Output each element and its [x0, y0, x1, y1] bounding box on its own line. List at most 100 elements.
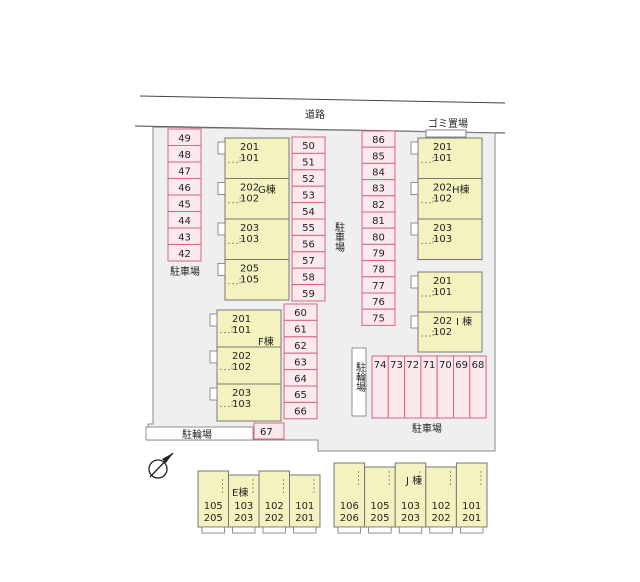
unit-number-lower: 102	[240, 194, 259, 205]
building-name: I 棟	[456, 315, 472, 328]
parking-number: 43	[178, 232, 191, 243]
parking-number: 78	[372, 265, 385, 276]
parking-number: 51	[302, 158, 315, 169]
parking-number: 47	[178, 166, 191, 177]
unit-number-upper: 101	[462, 501, 481, 512]
parking-space-44: 44	[167, 211, 202, 229]
parking-number: 54	[302, 207, 315, 218]
unit-number-lower: 205	[204, 513, 223, 524]
unit-number-lower: 201	[295, 513, 314, 524]
unit-number-upper: 203	[433, 223, 452, 234]
unit-number-lower: 205	[370, 513, 389, 524]
unit-number-upper: 202	[433, 316, 452, 327]
parking-space-61: 61	[283, 319, 318, 338]
parking-number: 66	[294, 407, 307, 418]
parking-number: 81	[372, 216, 385, 227]
parking-number: 74	[374, 360, 387, 371]
unit-number-upper: 201	[433, 276, 452, 287]
parking-space-59: 59	[291, 284, 326, 302]
unit-number-lower: 101	[240, 153, 259, 164]
parking-label-bottom: 駐車場	[412, 422, 442, 435]
unit-number-upper: 201	[232, 314, 251, 325]
parking-space-58: 58	[291, 267, 326, 286]
parking-number: 48	[178, 150, 191, 161]
parking-space-45: 45	[167, 194, 202, 212]
unit-number-upper: 106	[340, 501, 359, 512]
parking-space-83: 83	[361, 179, 396, 197]
parking-number: 45	[178, 199, 191, 210]
unit-number-lower: 103	[433, 234, 452, 245]
unit-number-upper: 203	[232, 388, 251, 399]
unit-number-upper: 201	[433, 142, 452, 153]
parking-space-50: 50	[291, 136, 326, 154]
parking-number: 57	[302, 256, 315, 267]
north-arrow-icon	[148, 452, 174, 479]
parking-space-56: 56	[291, 234, 326, 253]
parking-number: 62	[294, 341, 307, 352]
parking-number: 83	[372, 184, 385, 195]
parking-number: 56	[302, 240, 315, 251]
unit-number-upper: 201	[240, 142, 259, 153]
parking-space-71: 71	[420, 355, 438, 419]
parking-space-79: 79	[361, 243, 396, 262]
parking-space-42: 42	[167, 244, 202, 262]
road-label: 道路	[305, 108, 325, 121]
parking-number: 72	[406, 360, 419, 371]
parking-number: 73	[390, 360, 403, 371]
parking-number: 69	[455, 360, 468, 371]
parking-number: 75	[372, 313, 385, 324]
unit-number-lower: 102	[433, 194, 452, 205]
parking-number: 82	[372, 200, 385, 211]
parking-number: 65	[294, 390, 307, 401]
parking-number: 84	[372, 168, 385, 179]
parking-number: 70	[439, 360, 452, 371]
unit-number-lower: 102	[433, 327, 452, 338]
parking-space-43: 43	[167, 227, 202, 245]
unit-number-lower: 101	[232, 325, 251, 336]
parking-space-82: 82	[361, 195, 396, 213]
unit-number-upper: 202	[232, 351, 251, 362]
parking-number: 85	[372, 151, 385, 162]
parking-space-85: 85	[361, 146, 396, 164]
parking-number: 61	[294, 325, 307, 336]
parking-number: 55	[302, 223, 315, 234]
garbage-label: ゴミ置場	[428, 117, 468, 130]
parking-space-77: 77	[361, 276, 396, 294]
parking-space-76: 76	[361, 292, 396, 310]
unit-number-upper: 102	[265, 501, 284, 512]
parking-number: 71	[423, 360, 436, 371]
unit-number-lower: 202	[432, 513, 451, 524]
unit-number-upper: 103	[401, 501, 420, 512]
unit-number-lower: 203	[401, 513, 420, 524]
garbage-area: ゴミ置場	[425, 117, 468, 138]
unit-number-lower: 103	[232, 399, 251, 410]
parking-number: 63	[294, 357, 307, 368]
parking-space-72: 72	[404, 355, 422, 419]
parking-space-57: 57	[291, 251, 326, 269]
parking-space-70: 70	[436, 355, 455, 419]
parking-number: 52	[302, 174, 315, 185]
bicycle-parking-center: 駐輪場	[351, 347, 367, 417]
parking-number: 76	[372, 297, 385, 308]
parking-space-67: 67	[253, 422, 285, 440]
unit-number-lower: 101	[433, 153, 452, 164]
parking-number: 42	[178, 249, 191, 260]
building-name: G棟	[258, 183, 276, 196]
parking-space-51: 51	[291, 152, 326, 171]
parking-space-84: 84	[361, 162, 396, 181]
unit-number-lower: 203	[234, 513, 253, 524]
